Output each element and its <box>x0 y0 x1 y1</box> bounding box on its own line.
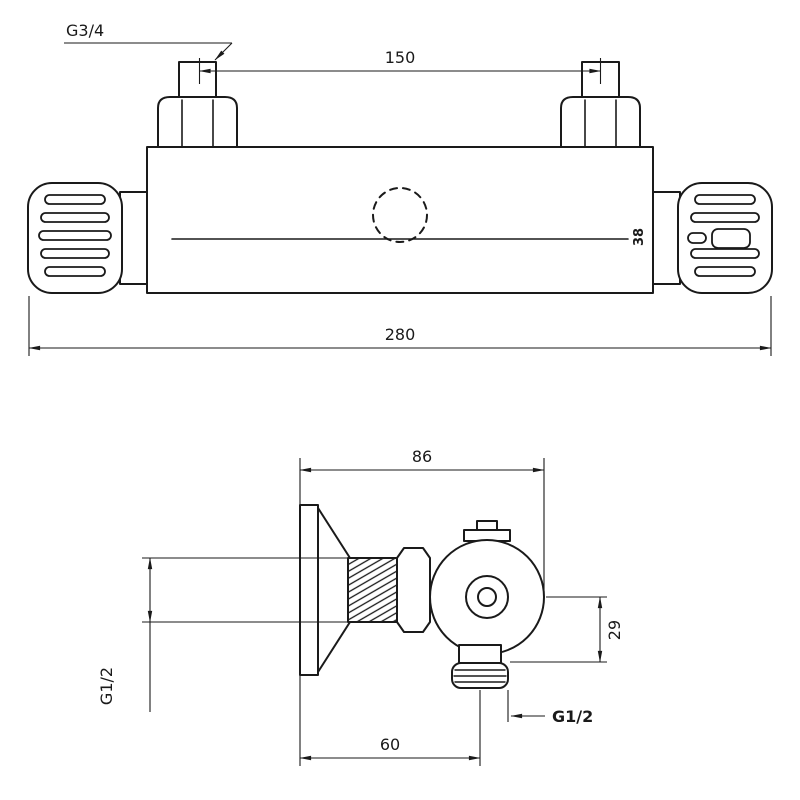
right-handle-grip <box>687 194 760 277</box>
dimensions-front <box>28 42 772 356</box>
front-view <box>27 61 773 294</box>
mixer-body <box>146 146 654 294</box>
dashed-circle <box>372 187 428 243</box>
outlet-neck <box>458 644 502 664</box>
left-inlet-nut <box>157 96 238 149</box>
g34-leader-arrow <box>214 42 233 61</box>
temperature-mark-label: 38 <box>632 228 647 246</box>
dim-29-label: 29 <box>605 620 624 640</box>
wall-plate <box>299 504 319 676</box>
left-handle-grip <box>38 194 112 277</box>
temp-stop-button <box>711 228 751 249</box>
flange-cone-top <box>317 507 351 559</box>
flange-cone-bottom <box>317 621 351 673</box>
left-inlet-pipe <box>178 61 217 98</box>
dim-60-label: 60 <box>380 735 400 754</box>
valve-center <box>477 587 497 607</box>
dimensions-side <box>142 458 607 766</box>
dim-280-label: 280 <box>385 325 416 344</box>
wall-thread <box>347 557 398 623</box>
inlet-thread-label: G3/4 <box>66 21 104 40</box>
right-collar <box>652 191 681 285</box>
right-inlet-nut <box>560 96 641 149</box>
outlet-thread-label: G1/2 <box>552 707 593 726</box>
left-collar <box>119 191 148 285</box>
hex-adapter <box>396 547 431 633</box>
wall-thread-label: G1/2 <box>97 667 116 705</box>
dim-150-label: 150 <box>385 48 416 67</box>
dim-86-label: 86 <box>412 447 432 466</box>
side-view <box>299 504 545 689</box>
